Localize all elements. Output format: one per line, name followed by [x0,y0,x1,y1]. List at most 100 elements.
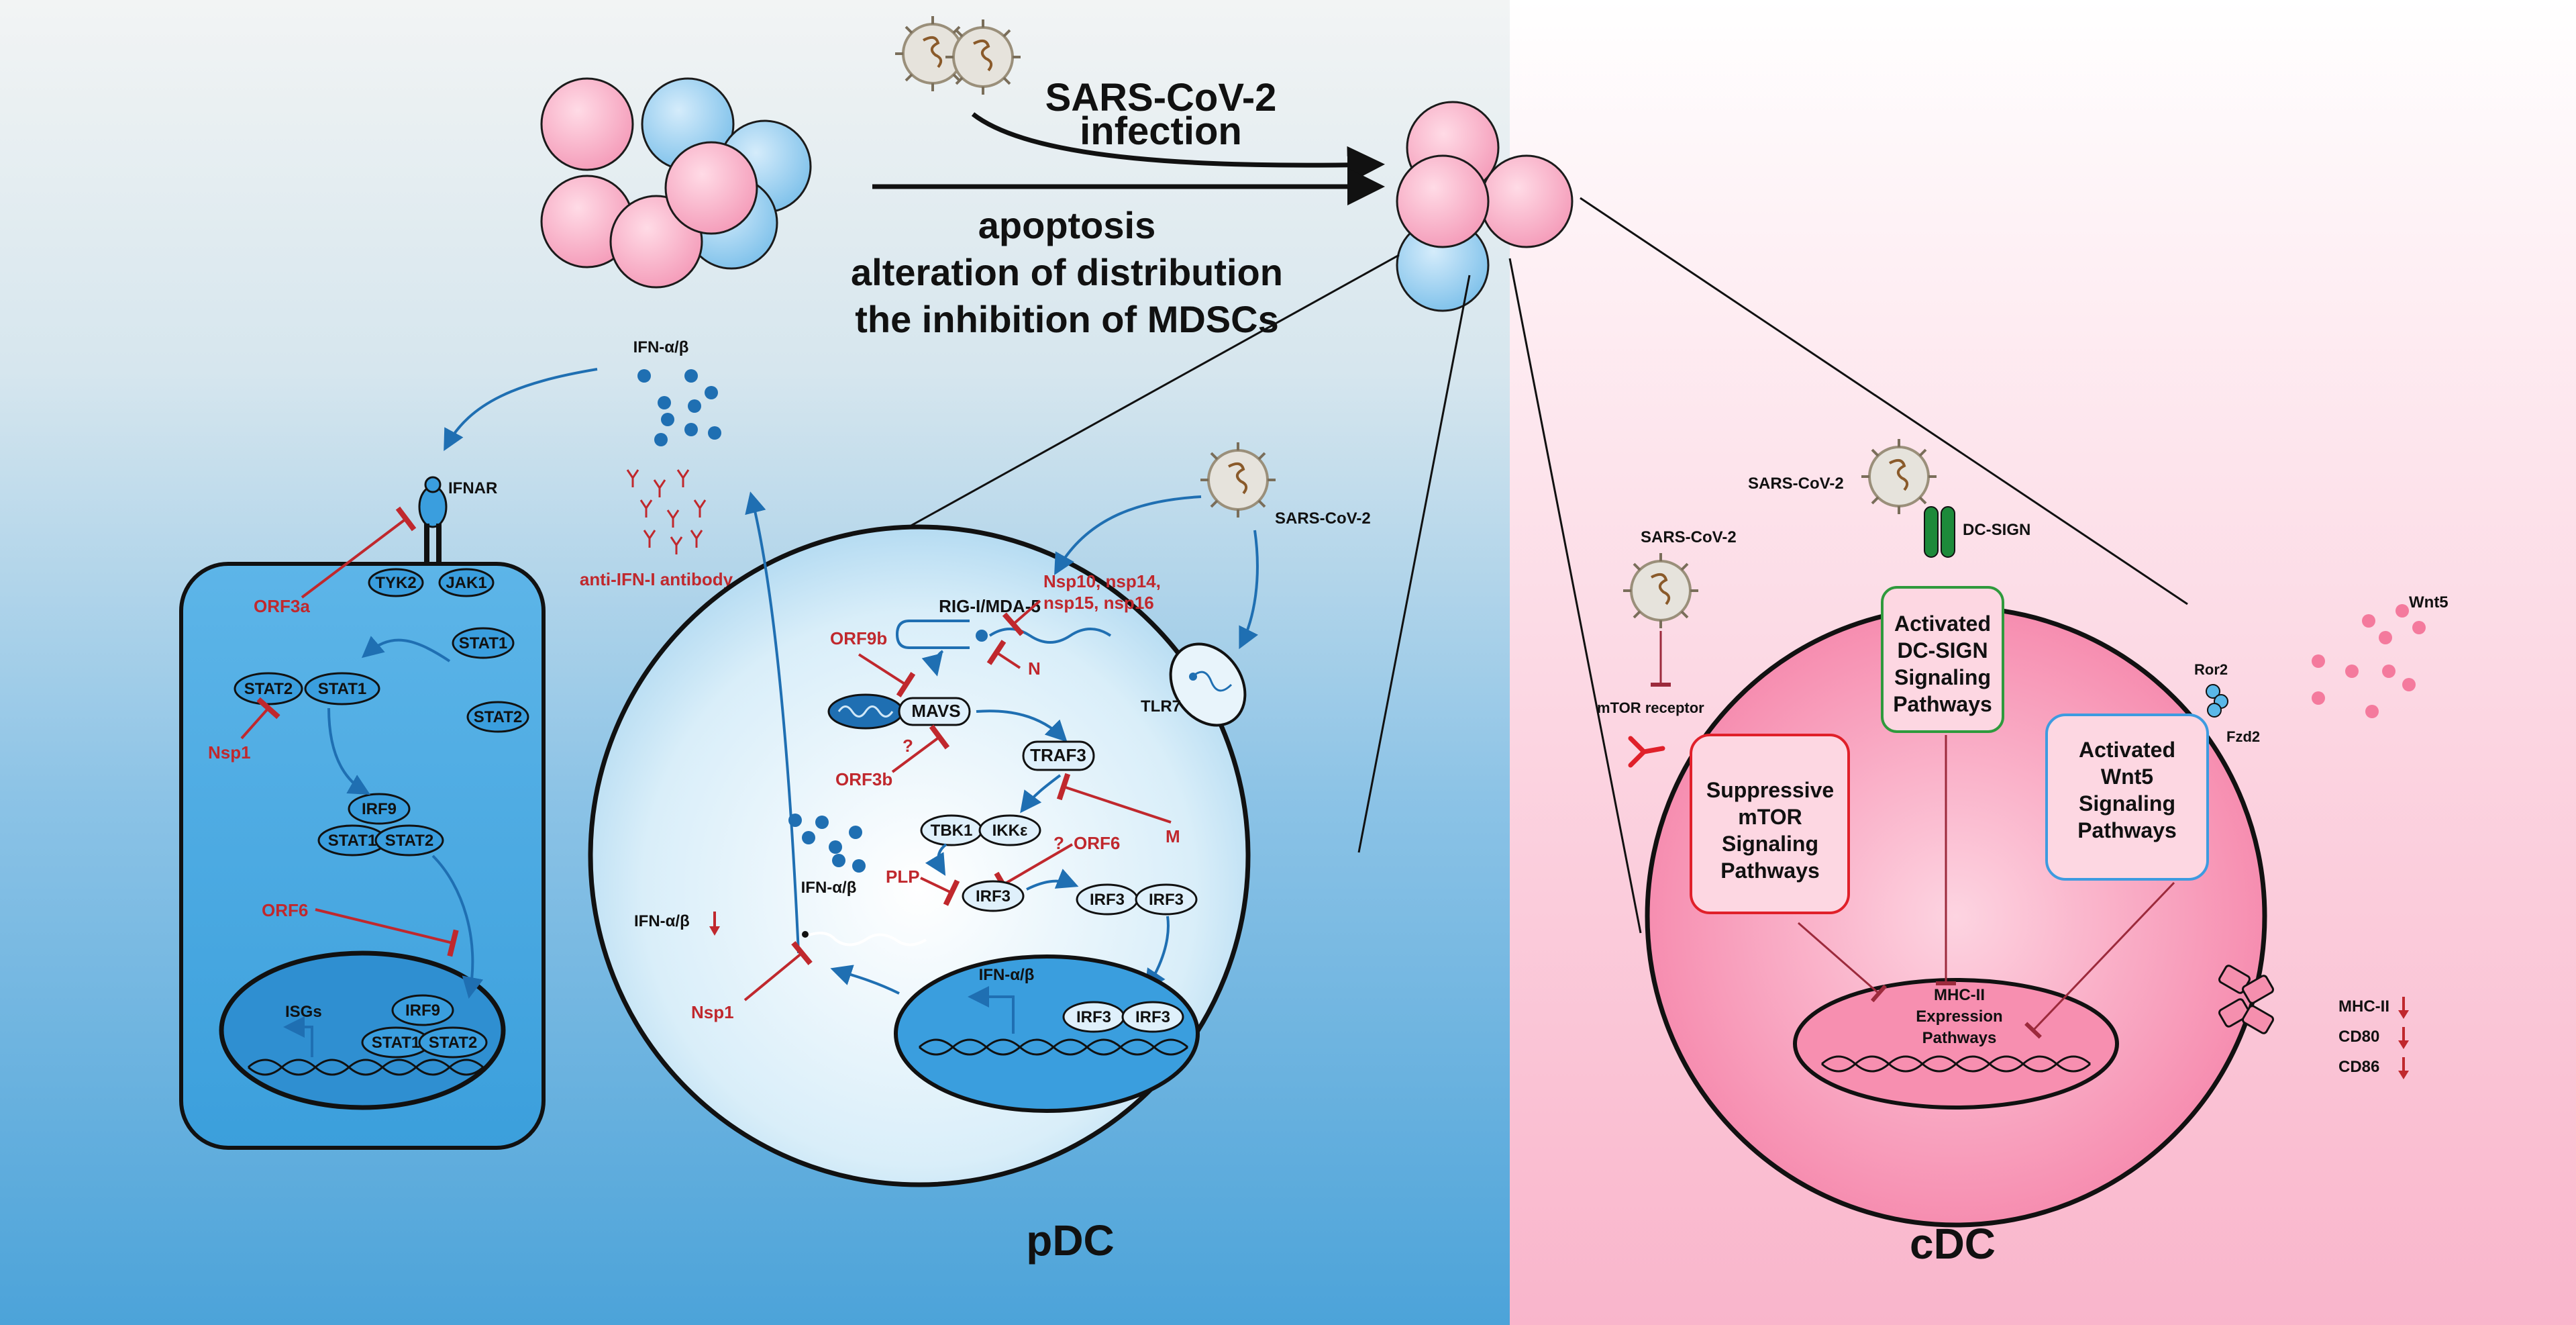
pdc-dna-icon [919,1038,1188,1056]
left-kinases [234,568,529,856]
cdc-sars-top-label: SARS-CoV-2 [1748,475,1844,493]
effect-distribution: alteration of distribution [851,251,1283,293]
dc-sign-box-line3: Signaling [1894,665,1991,689]
traf3-label: TRAF3 [1030,745,1086,765]
irf9-label: IRF9 [362,800,397,818]
left-orf6-label: ORF6 [262,900,308,920]
mhc-receptor-icon [2218,965,2274,1034]
nuclear-stat1-label: STAT1 [372,1034,420,1052]
irf3-dimerization-arrow [1026,869,1079,891]
mtor-receptor-label: mTOR receptor [1597,699,1704,716]
dc-sign-box-line1: Activated [1894,611,1991,636]
nuclear-irf3-a-label: IRF3 [1076,1008,1111,1026]
irf3-monomer-label: IRF3 [976,887,1011,905]
left-nsp1-label: Nsp1 [208,742,251,763]
rig-receptor-shape [895,620,970,649]
cdc-virus-top-icon [1860,438,1938,516]
ifn-molecules [637,369,721,446]
irf3-dimer [1076,883,1198,916]
pdc-nsp1-label: Nsp1 [691,1002,734,1022]
wnt5-box-line4: Pathways [2077,818,2177,842]
isgf3-to-nucleus-arrow [431,854,484,999]
tbk1-label: TBK1 [931,822,973,840]
fzd2-label: Fzd2 [2226,728,2260,745]
nuclear-ifn-label: IFN-α/β [979,966,1035,984]
nsp-group-line1: Nsp10, nsp14, [1043,571,1161,591]
nuclear-irf9-label: IRF9 [405,1001,440,1020]
pdc-orf6-label: ORF6 [1074,833,1120,853]
nuclear-irf3-dimer [1062,1001,1184,1033]
mavs-to-traf3-arrow [976,709,1068,742]
infection-title-line2: infection [1080,109,1242,153]
ifnar-receptor-icon [418,476,448,564]
ror2-label: Ror2 [2194,661,2228,678]
nsp1-mrna-inhibition [743,941,813,1001]
ifn-secretion-arrow [745,491,800,954]
effect-mdsc: the inhibition of MDSCs [855,298,1278,340]
mtor-box-line4: Pathways [1720,858,1820,883]
mtor-box-line2: mTOR [1738,805,1802,829]
marker-mhc-ii-label: MHC-II [2338,997,2389,1016]
anti-ifn-antibody-label: anti-IFN-I antibody [580,569,733,589]
orf3b-label: ORF3b [835,769,892,789]
tbk1-to-irf3-arrow [925,843,947,876]
marker-cd80-label: CD80 [2338,1028,2379,1046]
dc-sign-label: DC-SIGN [1963,521,2030,539]
mavs-label: MAVS [911,701,960,721]
plp-inhibition [920,877,960,906]
wnt5-label: Wnt5 [2409,593,2449,611]
left-dna-icon [248,1059,484,1076]
nsp1-inhibition [240,697,280,740]
dc-sign-box-line2: DC-SIGN [1897,638,1988,662]
orf9b-label: ORF9b [830,628,887,648]
isgf3-stat1-label: STAT1 [328,832,376,850]
dc-sign-pathway-box [1881,586,2004,733]
stat1-label: STAT1 [459,634,507,652]
m-protein-label: M [1166,826,1180,846]
mhc-pathway-line1: MHC-II [1934,986,1985,1004]
ikke-label: IKKε [992,822,1028,840]
virus-to-rig-arrow [1054,495,1202,575]
wnt5-pathway-box [2045,714,2209,881]
pdc-label: pDC [1026,1216,1115,1265]
mtor-box-line1: Suppressive [1706,778,1834,802]
stat-activation-arrow [361,636,451,662]
tbk1-ikke-complex [920,814,1041,846]
tyk2-label: TYK2 [375,574,416,592]
irf3-monomer [962,880,1025,912]
ifn-transcription-arrow [968,986,1015,1034]
marker-down-arrows-icon [2398,997,2409,1079]
jak1-label: JAK1 [446,574,486,592]
stat1-pair-label: STAT1 [318,680,366,698]
orf6-irf3-inhibition [994,843,1074,898]
ifn-to-ifnar-arrow [444,368,598,452]
cdc-virus-left-icon [1622,552,1700,630]
ifnar-label: IFNAR [448,479,497,497]
n-inhibition [986,640,1021,669]
left-ifn-label: IFN-α/β [633,338,689,356]
effect-apoptosis: apoptosis [978,204,1155,246]
mhc-pathway-line3: Pathways [1922,1029,1997,1047]
nsp-group-line2: nsp15, nsp16 [1043,593,1154,613]
isgs-label: ISGs [285,1003,322,1021]
irf3-dimer-a-label: IRF3 [1090,891,1125,909]
nuclear-irf3-b-label: IRF3 [1135,1008,1170,1026]
mtor-inhibition [1798,922,1888,1003]
mtor-pathway-box [1690,734,1850,914]
orf3b-question: ? [903,736,913,756]
marker-cd86-label: CD86 [2338,1058,2379,1076]
ifn-decrease-label: IFN-α/β [634,912,690,930]
cell-cluster-left [540,77,812,289]
rig-binding-site [976,630,988,642]
isgf3-stat2-label: STAT2 [385,832,433,850]
zoom-lines [872,197,2188,934]
nsp-group-inhibition [1002,599,1041,636]
mtor-receptor-icon [1628,736,1665,768]
cdc-sars-left-label: SARS-CoV-2 [1641,528,1737,546]
isgs-transcription-arrow [283,1016,313,1057]
wnt5-box-line2: Wnt5 [2101,765,2153,789]
pdc-virus-icon [1199,441,1277,519]
mhc-pathway-line2: Expression [1916,1008,2002,1026]
nuclear-isgf3 [361,994,488,1059]
virus-to-tlr7-arrow [1239,530,1259,650]
